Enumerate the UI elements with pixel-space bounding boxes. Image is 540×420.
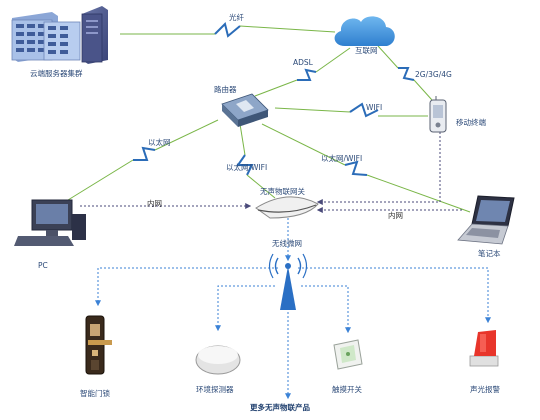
mobile-phone-icon [429, 96, 447, 133]
laptop-icon [457, 195, 515, 245]
link-label-wifi-mobile: WIFI [366, 103, 382, 112]
link-label-ethernet-wifi-gateway: 以太网/WIFI [226, 162, 267, 172]
label-router: 路由器 [214, 84, 237, 94]
smart-lock-icon [85, 315, 112, 375]
label-touch-switch: 触摸开关 [332, 384, 362, 394]
gateway-icon [255, 196, 319, 219]
link-ethernet-wifi-laptop [261, 123, 471, 213]
label-mobile: 移动终端 [456, 117, 486, 127]
link-cellular [377, 45, 433, 101]
link-label-cellular: 2G/3G/4G [415, 70, 452, 79]
label-laptop: 笔记本 [478, 248, 501, 258]
link-fiber [120, 22, 336, 38]
touch-switch-icon [333, 339, 363, 370]
link-lan-mobile [316, 132, 441, 205]
label-smart-lock: 智能门锁 [80, 388, 110, 398]
link-label-lan-laptop: 内网 [388, 210, 403, 220]
label-env-detector: 环境探测器 [196, 384, 234, 394]
router-icon [221, 93, 269, 127]
label-cloud-servers: 云端服务器集群 [30, 68, 83, 78]
link-wifi-mobile [274, 102, 428, 118]
label-pc: PC [38, 261, 48, 270]
link-label-ethernet-pc: 以太网 [148, 137, 171, 147]
siren-icon [469, 330, 499, 367]
cloud-icon [334, 16, 395, 46]
label-siren: 声光报警 [470, 384, 500, 394]
label-internet: 互联网 [355, 46, 378, 55]
antenna-icon [268, 253, 308, 310]
server-cluster-icon [11, 6, 108, 64]
link-ethernet-wifi-gateway [236, 123, 276, 199]
pc-icon [14, 199, 86, 246]
label-gateway: 无声物联网关 [260, 186, 305, 196]
link-ethernet-pc [67, 119, 219, 201]
label-more-products: 更多无声物联产品 [250, 402, 310, 412]
link-label-fiber: 光纤 [229, 12, 244, 22]
link-adsl [254, 47, 351, 97]
env-detector-icon [195, 345, 241, 375]
link-label-ethernet-wifi-laptop: 以太网/WIFI [321, 153, 362, 163]
link-label-lan-pc: 内网 [147, 198, 162, 208]
link-label-adsl: ADSL [293, 58, 314, 67]
label-wireless-net: 无线微网 [272, 238, 302, 248]
rf-distribution-links [95, 267, 491, 400]
